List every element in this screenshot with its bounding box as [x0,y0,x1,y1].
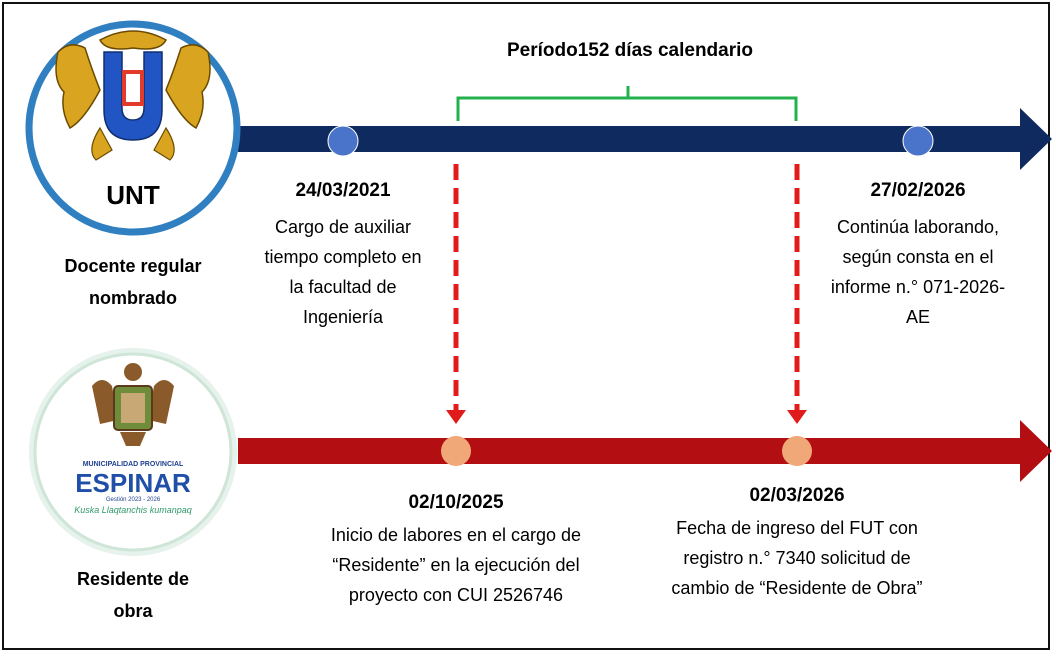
espinar-logo-subtitle: Gestión 2023 - 2026 [105,497,161,503]
top-event-dot-1 [327,125,359,157]
dashed-arrow-left-head [446,410,466,424]
top-timeline-arrowhead [1020,108,1052,170]
bottom-event-desc-1: Inicio de labores en el cargo de “Reside… [330,525,582,605]
bottom-timeline-bar [238,438,1026,464]
espinar-logo [29,348,237,556]
unt-logo [25,20,241,236]
top-event-desc-1: Cargo de auxiliar tiempo completo en la … [264,217,422,327]
espinar-logo-script: Kuska Llaqtanchis kumanpaq [74,505,192,515]
top-event-date-2: 27/02/2026 [870,180,966,201]
top-event-dot-2 [902,125,934,157]
bottom-event-dot-1 [441,436,471,466]
bottom-timeline-arrowhead [1020,420,1052,482]
bottom-event-desc-2: Fecha de ingreso del FUT con registro n.… [671,518,923,598]
role-residente: Residente de obra [76,569,190,621]
bottom-event-date-2: 02/03/2026 [749,485,845,506]
period-bracket [456,86,798,121]
bottom-event-date-1: 02/10/2025 [408,492,504,513]
espinar-logo-small-text: MUNICIPALIDAD PROVINCIAL [82,461,184,468]
dashed-arrow-right-head [787,410,807,424]
top-event-desc-2: Continúa laborando, según consta en el i… [830,217,1006,327]
espinar-logo-title: ESPINAR [75,468,191,498]
top-timeline-bar [238,126,1026,152]
period-title: Período152 días calendario [506,40,754,61]
bottom-event-dot-2 [782,436,812,466]
role-docente: Docente regular nombrado [64,256,202,308]
top-event-date-1: 24/03/2021 [295,180,391,201]
unt-logo-text: UNT [106,180,160,210]
